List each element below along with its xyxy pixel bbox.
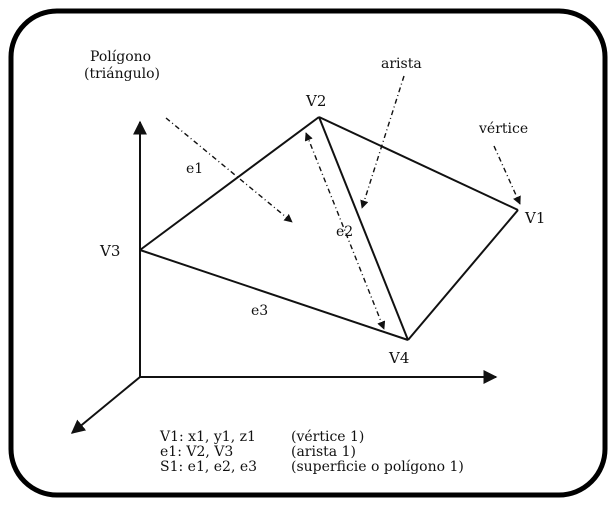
vertex-label-v1: V1: [524, 209, 545, 227]
vertice-pointer-arrow: [493, 145, 521, 205]
vertex-label-v4: V4: [388, 349, 409, 367]
polygon-pointer-arrow: [165, 117, 293, 223]
legend-def-1: V1: x1, y1, z1: [159, 429, 256, 445]
annotation-arrows: [165, 75, 521, 330]
polygon-label-line2: (triángulo): [84, 66, 160, 82]
legend-desc-3: (superficie o polígono 1): [291, 459, 464, 475]
vertex-label-v2: V2: [305, 92, 326, 110]
legend-desc-1: (vértice 1): [291, 429, 364, 445]
legend: V1: x1, y1, z1 (vértice 1) e1: V2, V3 (a…: [159, 429, 464, 475]
edge-v3-v2: [139, 116, 320, 251]
legend-def-2: e1: V2, V3: [160, 444, 233, 460]
edge-label-e2: e2: [336, 224, 353, 240]
z-axis: [70, 376, 141, 434]
vertex-label-v3: V3: [99, 242, 120, 260]
edge-label-e1: e1: [186, 161, 203, 177]
edge-v1-v4: [407, 209, 519, 341]
polygon-label-line1: Polígono: [90, 49, 151, 65]
legend-desc-2: (arista 1): [291, 444, 356, 460]
edge-label-e3: e3: [251, 303, 268, 319]
legend-def-3: S1: e1, e2, e3: [160, 459, 257, 475]
arista-label: arista: [381, 56, 422, 72]
vertice-label: vértice: [478, 121, 528, 137]
